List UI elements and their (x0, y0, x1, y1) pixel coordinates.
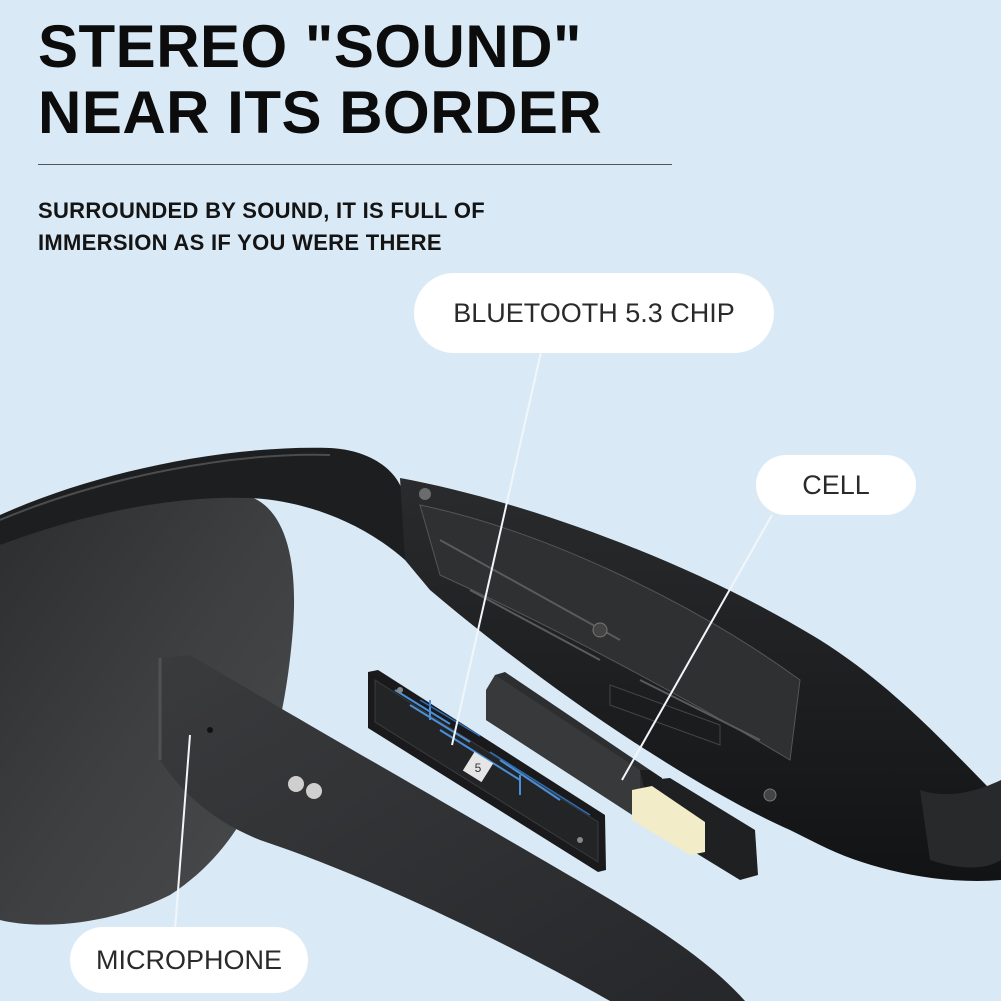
subtitle-line-2: IMMERSION AS IF YOU WERE THERE (38, 230, 442, 255)
callout-microphone: MICROPHONE (70, 927, 308, 993)
headline-line-1: STEREO "SOUND" (38, 13, 582, 80)
svg-text:5: 5 (475, 761, 482, 775)
bluetooth-chip-board: 5 (368, 670, 606, 872)
microphone-panel (160, 655, 745, 1001)
subtitle: SURROUNDED BY SOUND, IT IS FULL OF IMMER… (38, 195, 485, 259)
callout-bluetooth-chip: BLUETOOTH 5.3 CHIP (414, 273, 774, 353)
headline-line-2: NEAR ITS BORDER (38, 79, 603, 146)
callout-cell: CELL (756, 455, 916, 515)
subtitle-line-1: SURROUNDED BY SOUND, IT IS FULL OF (38, 198, 485, 223)
frame-rim (0, 447, 405, 560)
divider (38, 164, 672, 165)
headline: STEREO "SOUND" NEAR ITS BORDER (38, 14, 602, 146)
battery-cell (486, 672, 758, 880)
